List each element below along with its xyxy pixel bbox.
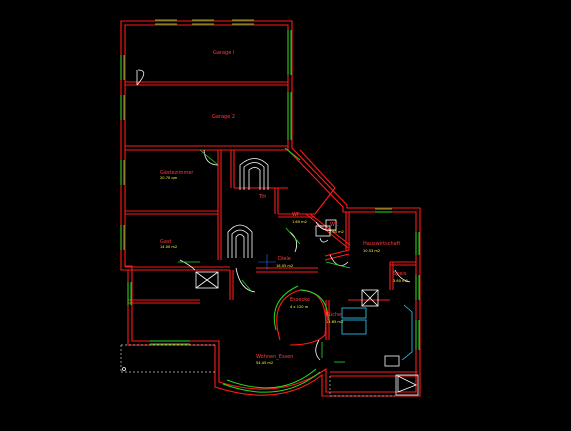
area-wohnen: 54.45 m2 <box>256 361 273 365</box>
area-wf: 1.65 m2 <box>292 220 307 224</box>
area-gaestezimmer: 20.70 qm <box>160 176 178 180</box>
label-diele: Diele <box>278 256 291 262</box>
label-treppe: Trh <box>258 194 266 200</box>
label-essecke: Essecke <box>290 297 310 303</box>
interior-walls <box>125 81 418 377</box>
label-gast: Gast <box>160 239 172 245</box>
label-garage1: Garage I <box>213 50 234 56</box>
doors <box>136 69 411 361</box>
label-garage2: Garage 2 <box>212 114 235 120</box>
kitchen-fixtures <box>334 304 413 367</box>
area-wc: 2.65 m2 <box>329 230 344 234</box>
windows <box>120 19 420 393</box>
area-speis: 3.60 m2 <box>393 279 408 283</box>
sanitary-fixtures <box>195 219 379 307</box>
label-gaestezimmer: Gästezimmer <box>160 170 194 176</box>
terrace <box>120 254 419 397</box>
dining-bay <box>273 285 329 346</box>
label-kueche: Küche <box>326 312 341 318</box>
area-kueche: 15.65 m2 <box>326 320 343 324</box>
label-hauswirtschaft: Hauswirtschaft <box>363 241 400 247</box>
area-hauswirtschaft: 10.53 m2 <box>363 249 380 253</box>
area-essecke: 4 x 120 m <box>290 305 309 309</box>
room-labels: Garage I Garage 2 Gästezimmer 20.70 qm T… <box>160 50 408 365</box>
exterior-walls <box>120 20 421 397</box>
area-diele: 16.05 m2 <box>276 264 293 268</box>
stairs <box>227 158 269 258</box>
label-wc: WC <box>330 222 339 228</box>
label-speis: Speis <box>393 271 407 277</box>
label-wohnen: Wohnen_Essen <box>256 354 293 360</box>
label-wf: WF <box>292 212 300 218</box>
area-gast: 14.00 m2 <box>160 245 177 249</box>
